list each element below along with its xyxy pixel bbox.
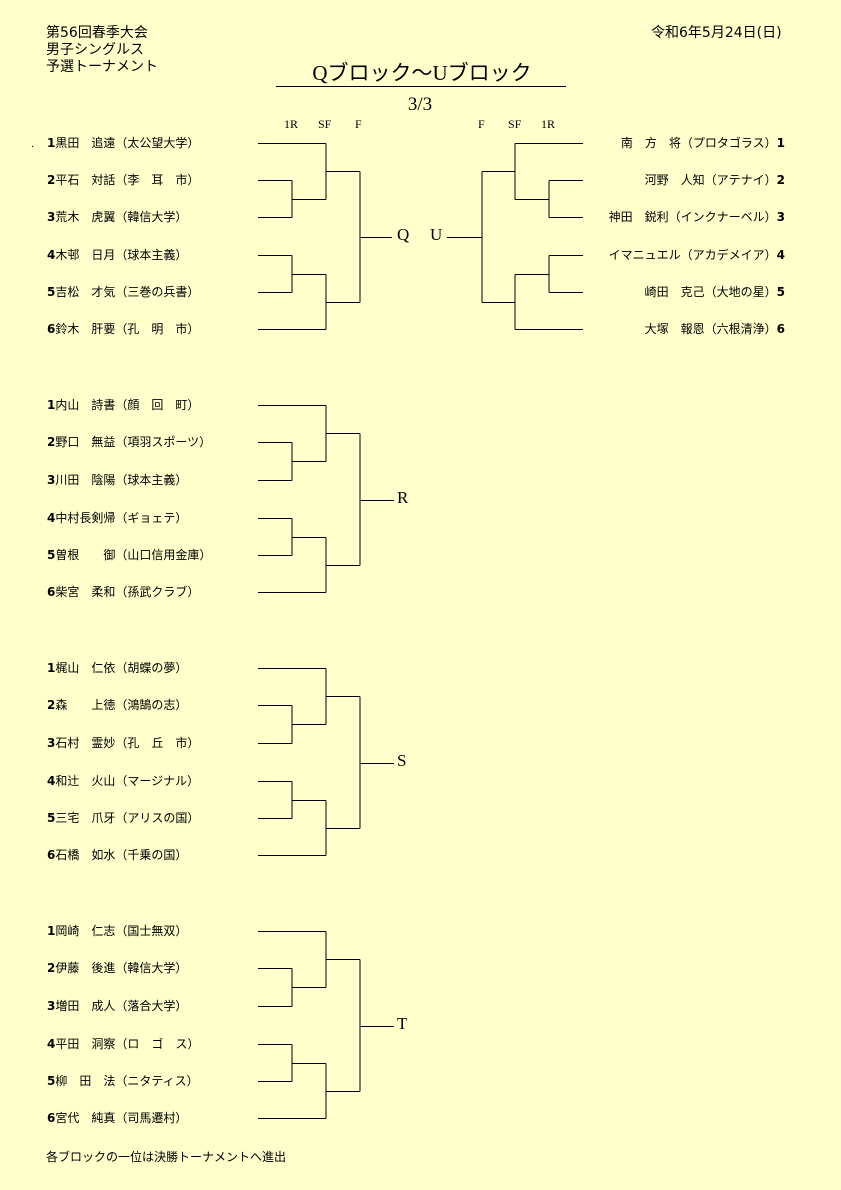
player-entry: 大塚 報恩（六根清浄）6 bbox=[644, 322, 785, 336]
block-label-q: Q bbox=[397, 225, 410, 244]
player-entry: 3増田 成人（落合大学） bbox=[47, 999, 188, 1013]
round-label-left-sf: SF bbox=[318, 117, 332, 131]
round-label-left-1r: 1R bbox=[284, 117, 299, 131]
block-label-r: R bbox=[397, 488, 409, 507]
player-entry: 4木邨 日月（球本主義） bbox=[47, 248, 188, 262]
player-entry: 6柴宮 柔和（孫武クラブ） bbox=[47, 585, 200, 599]
event-name: 男子シングルス bbox=[46, 42, 144, 58]
player-entry: 4和辻 火山（マージナル） bbox=[47, 774, 200, 788]
round-label-right-sf: SF bbox=[508, 117, 522, 131]
player-entry: 2平石 対話（李 耳 市） bbox=[47, 173, 200, 187]
round-label-right-f: F bbox=[478, 117, 485, 131]
player-entry: 崎田 克己（大地の星）5 bbox=[644, 285, 785, 299]
player-entry: 2野口 無益（項羽スポーツ） bbox=[47, 435, 212, 449]
block-label-t: T bbox=[397, 1014, 408, 1033]
player-entry: イマニュエル（アカデメイア）4 bbox=[608, 248, 785, 262]
tournament-name: 第56回春季大会 bbox=[46, 25, 148, 41]
page-number: 3/3 bbox=[407, 94, 433, 115]
player-entry: 5三宅 爪牙（アリスの国） bbox=[47, 811, 200, 825]
player-entry: 3荒木 虎翼（韓信大学） bbox=[47, 210, 188, 224]
player-entry: 南 方 将（プロタゴラス）1 bbox=[620, 136, 785, 150]
footnote: 各ブロックの一位は決勝トーナメントへ進出 bbox=[46, 1150, 287, 1164]
player-entry: 2伊藤 後進（韓信大学） bbox=[47, 961, 188, 975]
player-entry: 5柳 田 法（ニタティス） bbox=[47, 1074, 199, 1088]
page-title: Qブロック～Uブロック bbox=[312, 61, 532, 85]
player-entry: 1岡崎 仁志（国士無双） bbox=[47, 924, 188, 938]
player-entry: 2森 上徳（鴻鵠の志） bbox=[47, 698, 188, 712]
block-label-u: U bbox=[430, 225, 443, 244]
stage-name: 予選トーナメント bbox=[46, 59, 158, 75]
round-label-left-f: F bbox=[355, 117, 362, 131]
player-entry: 5吉松 才気（三巻の兵書） bbox=[47, 285, 200, 299]
title-underline bbox=[276, 86, 566, 87]
player-entry: 4平田 洞察（ロ ゴ ス） bbox=[47, 1037, 200, 1051]
player-entry: 神田 鋭利（インクナーベル）3 bbox=[608, 210, 785, 224]
player-entry: 3石村 霊妙（孔 丘 市） bbox=[47, 736, 200, 750]
event-date: 令和6年5月24日(日) bbox=[651, 25, 782, 41]
player-entry: 河野 人知（アテナイ）2 bbox=[644, 173, 785, 187]
block-label-s: S bbox=[397, 751, 407, 770]
player-entry: 1梶山 仁依（胡蝶の夢） bbox=[47, 661, 188, 675]
player-entry: 3川田 陰陽（球本主義） bbox=[47, 473, 188, 487]
player-entry: 5曽根 御（山口信用金庫） bbox=[47, 548, 212, 562]
player-entry: 6鈴木 肝要（孔 明 市） bbox=[47, 322, 200, 336]
player-entry: 1内山 詩書（顔 回 町） bbox=[47, 398, 200, 412]
player-entry: 6石橋 如水（千乗の国） bbox=[47, 848, 188, 862]
player-entry: 6宮代 純真（司馬遷村） bbox=[47, 1111, 188, 1125]
player-entry: 4中村長剣帰（ギョェテ） bbox=[47, 511, 188, 525]
player-entry: 1黒田 追遠（太公望大学） bbox=[47, 136, 200, 150]
round-label-right-1r: 1R bbox=[541, 117, 556, 131]
margin-dot: · bbox=[31, 142, 35, 153]
